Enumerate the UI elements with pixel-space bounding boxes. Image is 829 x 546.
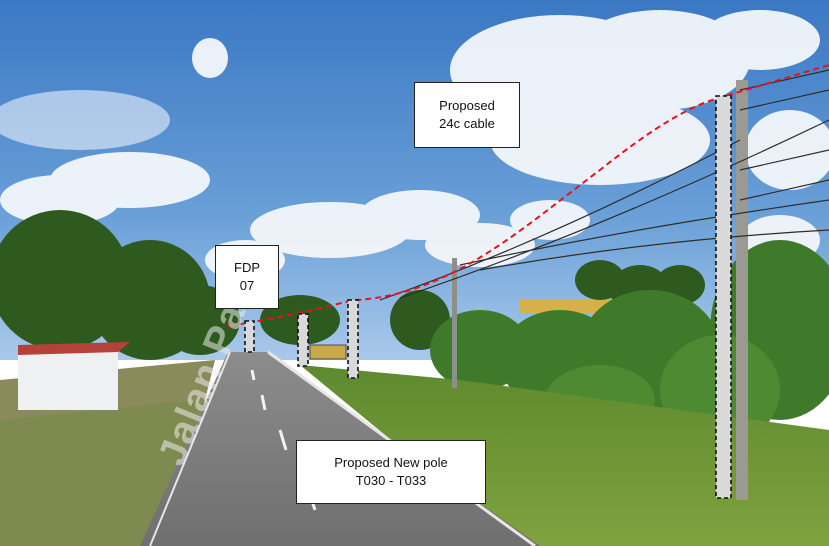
- callout-fdp-line2: 07: [239, 278, 255, 293]
- white-building: [18, 345, 118, 410]
- road-edge-left: [149, 351, 231, 546]
- clouds: [0, 10, 829, 280]
- callout-proposed-cable: Proposed 24c cable: [414, 82, 520, 148]
- proposed-pole-markers: [244, 95, 732, 499]
- callout-fdp: FDP 07: [215, 245, 279, 309]
- existing-pole-small: [452, 258, 457, 388]
- overhead-wires: [379, 69, 829, 301]
- callout-pole-line2: T030 - T033: [355, 473, 427, 488]
- callout-proposed-pole: Proposed New pole T030 - T033: [296, 440, 486, 504]
- right-grass: [300, 365, 829, 546]
- callout-cable-line1: Proposed: [439, 98, 495, 113]
- roadside-sign: [309, 344, 347, 360]
- proposed-pole-1: [244, 320, 255, 353]
- callout-pole-line1: Proposed New pole: [334, 455, 448, 470]
- proposed-pole-3: [347, 299, 359, 379]
- proposed-pole-4: [715, 95, 732, 499]
- building-roof: [18, 342, 130, 355]
- callout-cable-line2: 24c cable: [439, 116, 495, 131]
- proposed-pole-2: [297, 313, 309, 367]
- existing-pole-main: [736, 80, 748, 500]
- left-grass: [0, 400, 200, 546]
- callout-fdp-line1: FDP: [234, 260, 260, 275]
- proposed-cable-line: [227, 64, 829, 327]
